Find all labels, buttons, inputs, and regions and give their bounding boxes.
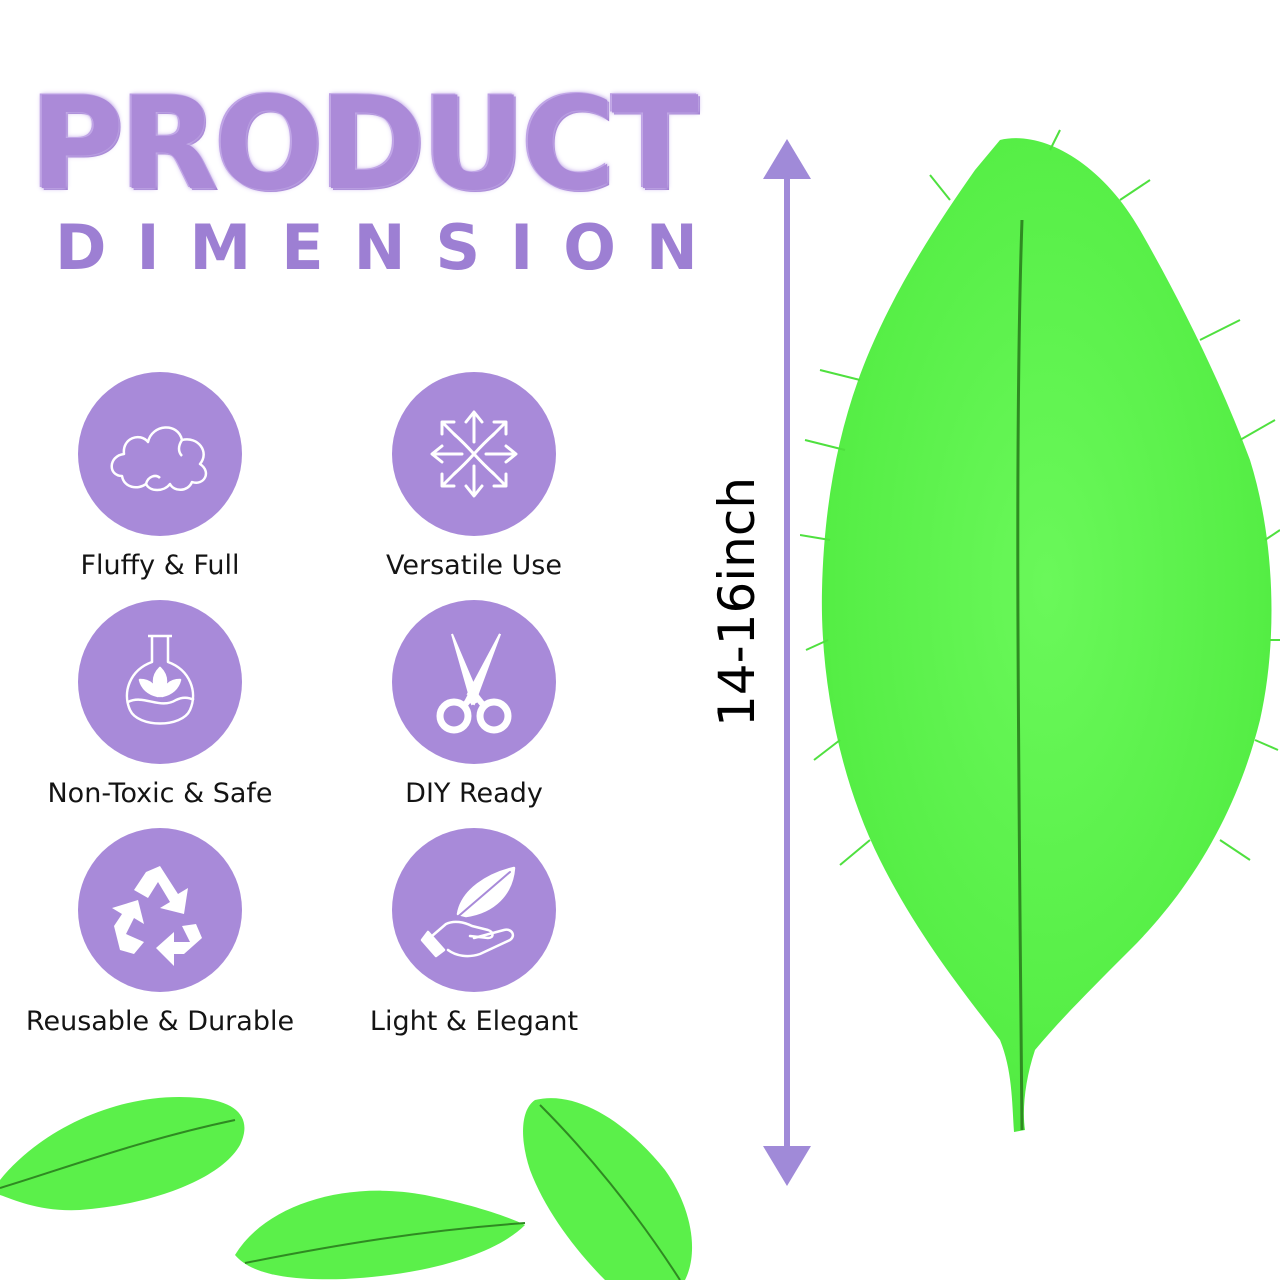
feature-reusable-durable: Reusable & Durable xyxy=(10,828,310,1037)
recycle-icon xyxy=(78,828,242,992)
dimension-label: 14-16inch xyxy=(708,476,766,727)
feature-label: Versatile Use xyxy=(386,550,562,581)
small-green-feather-image xyxy=(0,1096,245,1211)
feature-label: Non-Toxic & Safe xyxy=(47,778,273,809)
cloud-icon xyxy=(78,372,242,536)
feature-versatile-use: Versatile Use xyxy=(324,372,624,581)
feature-fluffy-full: Fluffy & Full xyxy=(10,372,310,581)
feature-diy-ready: DIY Ready xyxy=(324,600,624,809)
green-ostrich-feather-image xyxy=(800,129,1280,1132)
flask-leaf-icon xyxy=(78,600,242,764)
scissors-icon xyxy=(392,600,556,764)
heading-product: PRODUCT xyxy=(30,70,699,219)
feature-non-toxic-safe: Non-Toxic & Safe xyxy=(10,600,310,809)
multi-direction-arrows-icon xyxy=(392,372,556,536)
dimension-arrow xyxy=(763,139,811,1186)
hand-feather-icon xyxy=(392,828,556,992)
small-green-feather-image xyxy=(523,1098,693,1280)
feature-light-elegant: Light & Elegant xyxy=(324,828,624,1037)
feature-label: Light & Elegant xyxy=(369,1006,579,1037)
feature-label: Fluffy & Full xyxy=(80,550,240,581)
small-green-feather-image xyxy=(235,1190,526,1280)
feature-label: DIY Ready xyxy=(405,778,543,809)
feature-label: Reusable & Durable xyxy=(25,1006,295,1037)
heading-dimension: DIMENSION xyxy=(55,211,728,284)
